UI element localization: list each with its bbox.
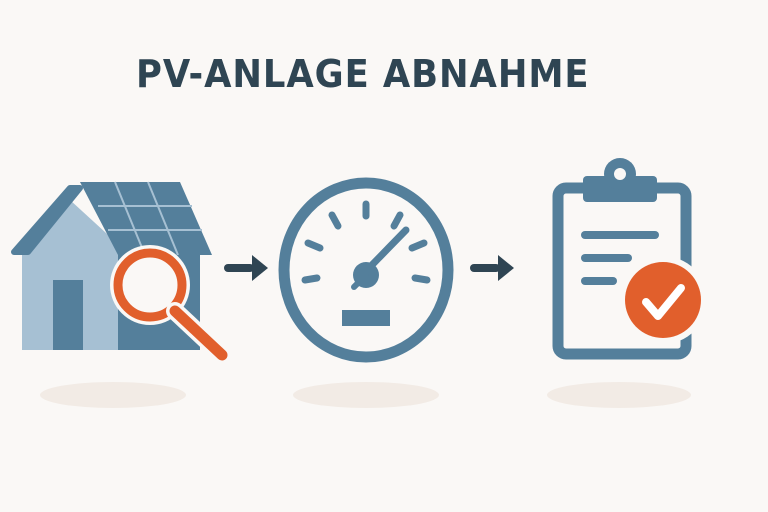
shadow-step-1 xyxy=(40,382,186,408)
house-with-solar-panels-and-magnifier-icon xyxy=(11,181,231,364)
shadow-step-2 xyxy=(293,382,439,408)
clipboard-with-checkmark-icon xyxy=(552,158,707,360)
arrow-right-icon xyxy=(470,255,514,281)
shadow-step-3 xyxy=(547,382,691,408)
page-title: PV-ANLAGE ABNAHME xyxy=(136,52,590,96)
arrow-right-icon xyxy=(224,255,268,281)
speedometer-gauge-icon xyxy=(278,177,454,363)
